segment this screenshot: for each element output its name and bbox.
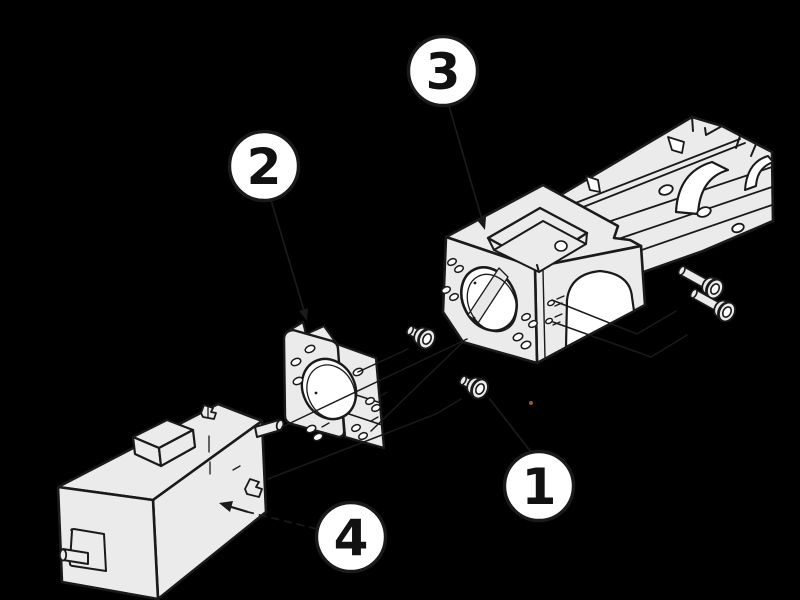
callout-2-leader	[270, 199, 306, 315]
body-pocket-walls	[487, 232, 588, 273]
motor	[56, 402, 285, 600]
flange-thread-ticks	[321, 391, 388, 428]
stray-dot	[529, 401, 533, 405]
body-side-holes	[544, 295, 565, 326]
body-edge-chamfer	[542, 269, 546, 359]
rail-side-hole	[696, 206, 712, 218]
rail-side-hole	[658, 184, 674, 196]
carriage-saddle-cutout	[674, 160, 730, 216]
callout-balloon-1: 1	[488, 397, 576, 523]
motor-terminal-block	[131, 418, 197, 468]
callout-4-leader-dashed	[247, 511, 318, 530]
callouts: 1 2 3 4	[219, 34, 576, 574]
center-mark-dot	[472, 316, 476, 320]
motor-mounting-flange	[282, 320, 388, 450]
callout-3-leader	[448, 105, 484, 224]
motor-shaft-axis-line	[281, 338, 468, 428]
motor-front-face	[56, 485, 160, 600]
body-front-holes	[440, 257, 539, 350]
callout-balloon-3: 3	[406, 34, 486, 230]
callout-2-number: 2	[247, 138, 282, 196]
body-arch-cutout	[564, 269, 636, 349]
rail-stop-hook-2	[585, 175, 601, 193]
motor-front-recess	[68, 528, 107, 572]
motor-hidden-lines	[207, 405, 241, 475]
carriage-saddle-cutout-2	[744, 155, 774, 191]
flange-center-hole-ring	[306, 364, 356, 420]
screw1-axis-line	[267, 398, 462, 480]
bore-inner-ring	[466, 273, 518, 333]
callout-1-number: 1	[522, 458, 557, 516]
callout-balloon-4: 4	[219, 500, 388, 574]
callout-4-circle	[314, 500, 388, 574]
center-mark-dot	[314, 391, 318, 395]
motor-front-shaft-tip	[58, 548, 68, 562]
long-screw1-leader	[551, 299, 677, 335]
bore-inner-band	[467, 267, 509, 324]
callout-4-arrowhead	[219, 501, 233, 512]
rail-end-block-steps	[691, 116, 757, 157]
callout-3-number: 3	[426, 43, 461, 101]
callout-4-number: 4	[334, 509, 369, 567]
actuator-body	[440, 183, 647, 365]
body-pocket-hole	[554, 240, 568, 252]
callout-1-leader	[488, 397, 532, 453]
callout-2-arrowhead	[299, 308, 308, 321]
rail-stop-hook	[667, 136, 685, 154]
callout-3-arrowhead	[477, 217, 486, 230]
corner-alignment-line	[370, 341, 464, 432]
long-screw2-leader	[552, 321, 688, 358]
center-mark-dot	[473, 281, 477, 285]
flange-screw-axis-line	[357, 348, 409, 373]
motor-clip	[244, 478, 263, 498]
callout-balloon-2: 2	[227, 129, 308, 321]
assembly-axis-lines	[267, 299, 688, 480]
callout-3-circle	[406, 34, 480, 108]
rail-side-hole	[731, 222, 745, 234]
callout-1-circle	[502, 449, 576, 523]
callout-2-circle	[227, 129, 301, 203]
